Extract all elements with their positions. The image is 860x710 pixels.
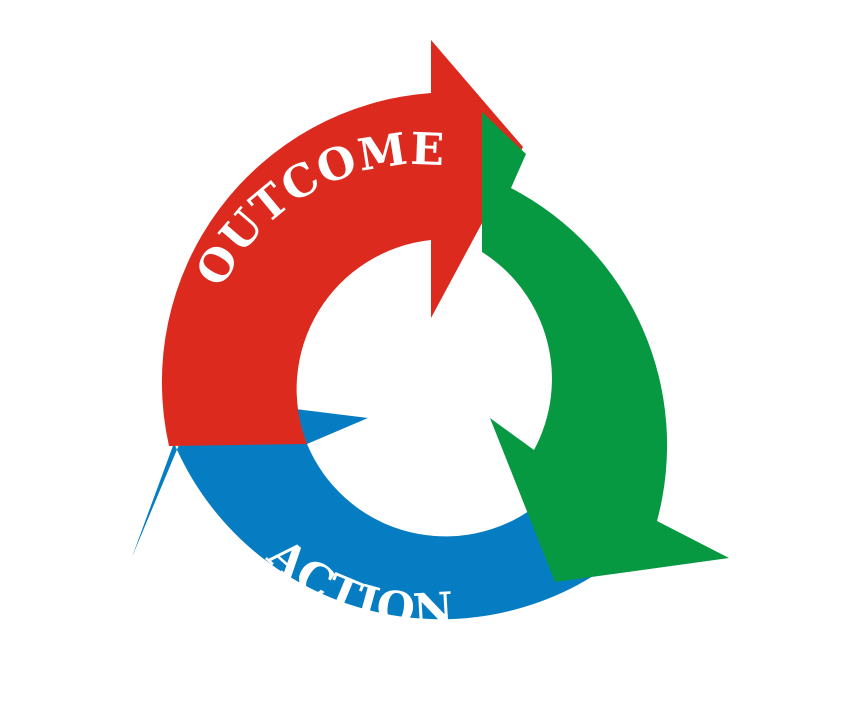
- strategy-arrow: [482, 112, 729, 582]
- action-arrow: [132, 397, 619, 620]
- outcome-arrow: [161, 40, 523, 446]
